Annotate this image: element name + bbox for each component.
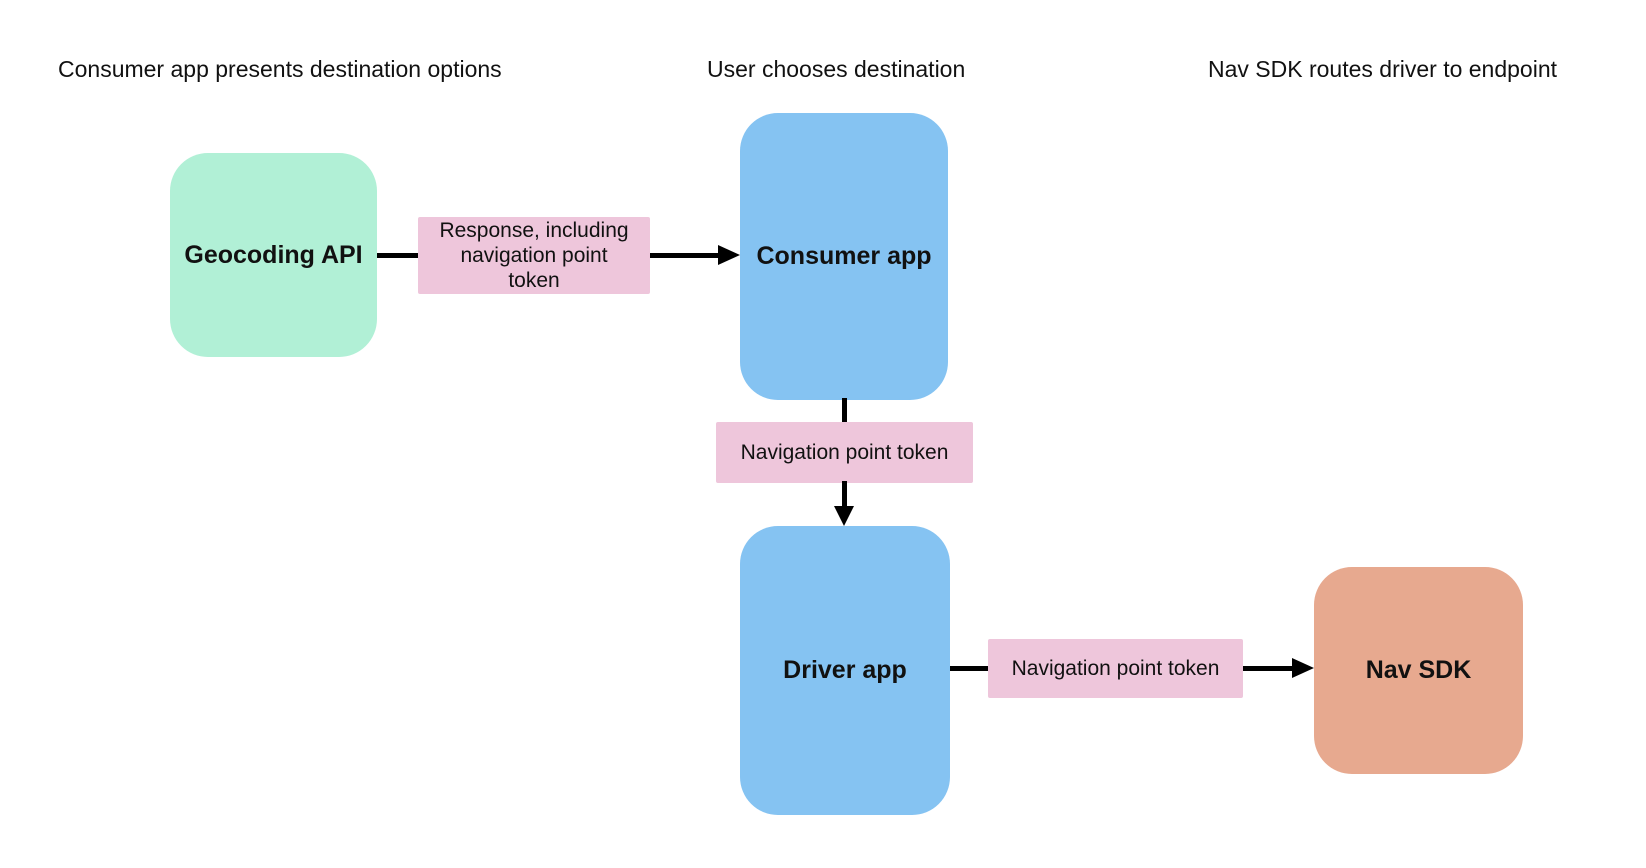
edge-label-to-navsdk-line	[1243, 666, 1294, 671]
node-nav-sdk: Nav SDK	[1314, 567, 1523, 774]
node-geocoding-api: Geocoding API	[170, 153, 377, 357]
edge-label-response-token-text: Response, including navigation point tok…	[439, 219, 629, 292]
edge-geocoding-to-label-line	[377, 253, 418, 258]
edge-label-navigation-point-token-2-text: Navigation point token	[1011, 657, 1220, 680]
edge-label-navigation-point-token-2: Navigation point token	[988, 639, 1243, 698]
column-header-navsdk-routes: Nav SDK routes driver to endpoint	[1208, 56, 1558, 82]
arrowhead-down-icon	[834, 506, 854, 526]
node-driver-app-label: Driver app	[783, 656, 907, 684]
edge-consumer-to-label-line	[842, 398, 847, 424]
column-header-user-chooses: User chooses destination	[707, 56, 966, 82]
node-geocoding-api-label: Geocoding API	[184, 240, 363, 269]
node-driver-app: Driver app	[740, 526, 950, 815]
node-nav-sdk-label: Nav SDK	[1365, 656, 1472, 684]
column-header-consumer-presents: Consumer app presents destination option…	[58, 56, 502, 82]
arrowhead-right-icon	[1292, 658, 1314, 678]
edge-label-response-token: Response, including navigation point tok…	[418, 217, 650, 294]
edge-label-to-consumer-line	[650, 253, 720, 258]
edge-label-navigation-point-token-1: Navigation point token	[716, 422, 973, 483]
edge-driver-to-label-line	[950, 666, 988, 671]
node-consumer-app-label: Consumer app	[756, 242, 932, 270]
edge-label-navigation-point-token-1-text: Navigation point token	[740, 441, 949, 464]
edge-label-to-driver-line	[842, 481, 847, 508]
node-consumer-app: Consumer app	[740, 113, 948, 400]
arrowhead-right-icon	[718, 245, 740, 265]
